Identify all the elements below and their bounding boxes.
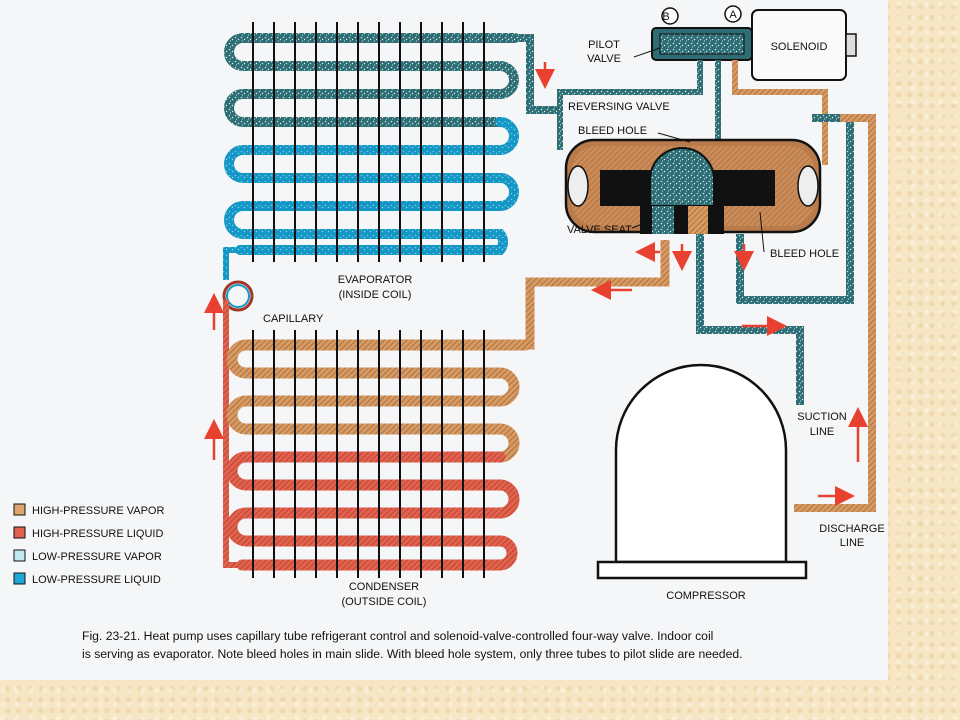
- condenser-tube-vapor: [226, 339, 531, 463]
- bleed-hole-right-label: BLEED HOLE: [770, 248, 839, 260]
- evaporator-tube-upper: [224, 33, 520, 127]
- legend-label-1: HIGH-PRESSURE LIQUID: [32, 528, 163, 540]
- valve-return-tube: [736, 114, 854, 304]
- evaporator-coil: [224, 22, 520, 262]
- suction-line-label: LINE: [810, 426, 834, 438]
- caption-line-1: Fig. 23-21. Heat pump uses capillary tub…: [82, 629, 713, 643]
- port-b-label: B: [662, 11, 669, 23]
- pilot-label: PILOT: [588, 39, 620, 51]
- solenoid-label: SOLENOID: [771, 41, 828, 53]
- legend-label-0: HIGH-PRESSURE VAPOR: [32, 505, 164, 517]
- suction-line-tube: [696, 234, 804, 405]
- condenser-inlet-tube: [525, 240, 670, 350]
- condenser-coil: [226, 330, 531, 578]
- capillary-label: CAPILLARY: [263, 313, 324, 325]
- legend-label-3: LOW-PRESSURE LIQUID: [32, 574, 161, 586]
- evaporator-sub-label: (INSIDE COIL): [339, 289, 412, 301]
- reversing-valve-label: REVERSING VALVE: [568, 101, 670, 113]
- bleed-hole-top-label: BLEED HOLE: [578, 125, 647, 137]
- legend-swatch-1: [13, 526, 26, 539]
- reversing-valve: [564, 138, 822, 234]
- pilot-valve-label: VALVE: [587, 53, 621, 65]
- port-b-marker: [661, 7, 679, 25]
- legend-label-2: LOW-PRESSURE VAPOR: [32, 551, 162, 563]
- discharge-line-label: LINE: [840, 537, 864, 549]
- evaporator-tube-lower: [224, 117, 519, 255]
- legend-swatch-3: [13, 572, 26, 585]
- pilot-valve-assembly: [651, 5, 857, 81]
- pilot-tube-left: [557, 60, 703, 150]
- legend: HIGH-PRESSURE VAPOR HIGH-PRESSURE LIQUID…: [13, 503, 164, 586]
- port-a-marker: [724, 5, 742, 23]
- discharge-line-tube: [794, 114, 876, 512]
- caption-line-2: is serving as evaporator. Note bleed hol…: [82, 647, 743, 661]
- valve-seat-label: VALVE SEAT: [567, 224, 632, 236]
- legend-swatch-0: [13, 503, 26, 516]
- condenser-sub-label: (OUTSIDE COIL): [342, 596, 427, 608]
- leader-lines: [631, 47, 765, 253]
- evaporator-label: EVAPORATOR: [338, 274, 413, 286]
- condenser-label: CONDENSER: [349, 581, 419, 593]
- suction-label: SUCTION: [797, 411, 847, 423]
- port-a-label: A: [729, 9, 737, 21]
- condenser-fins: [252, 330, 485, 578]
- pilot-tube-right: [732, 60, 828, 165]
- evaporator-fins: [252, 22, 485, 262]
- evaporator-outlet-tube: [515, 34, 560, 114]
- legend-swatch-2: [13, 549, 26, 562]
- compressor: [596, 363, 808, 580]
- discharge-label: DISCHARGE: [819, 523, 884, 535]
- compressor-label: COMPRESSOR: [666, 590, 746, 602]
- condenser-tube-liquid: [226, 451, 520, 571]
- flow-arrows: [204, 62, 868, 506]
